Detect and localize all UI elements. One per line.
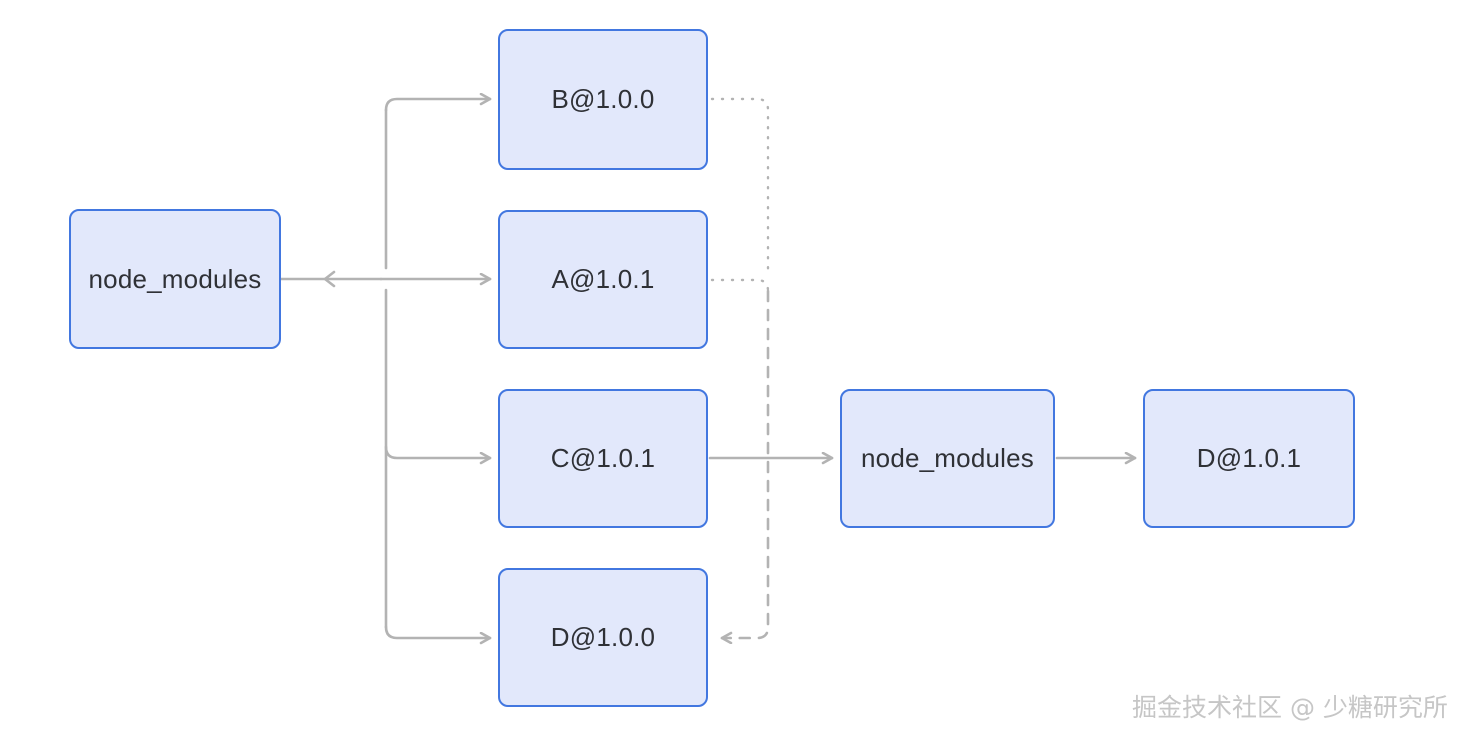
node-a-1-0-1[interactable]: A@1.0.1 — [498, 210, 708, 349]
node-label: node_modules — [861, 443, 1034, 473]
node-d-1-0-1[interactable]: D@1.0.1 — [1143, 389, 1355, 528]
node-label: D@1.0.1 — [1196, 443, 1302, 473]
edge-a-to-dedupe-dotted — [710, 278, 770, 293]
node-root-node-modules[interactable]: node_modules — [69, 209, 281, 349]
node-label: D@1.0.0 — [550, 622, 656, 652]
edge-b-to-dedupe-dotted — [710, 97, 770, 274]
node-label: B@1.0.0 — [551, 84, 655, 114]
node-label: A@1.0.1 — [551, 264, 655, 294]
edge-branch-to-b — [384, 99, 492, 112]
node-nested-node-modules[interactable]: node_modules — [840, 389, 1055, 528]
node-d-1-0-0[interactable]: D@1.0.0 — [498, 568, 708, 707]
node-b-1-0-0[interactable]: B@1.0.0 — [498, 29, 708, 170]
edge-branch-to-d — [384, 625, 492, 638]
edge-junction-chevron — [323, 270, 336, 288]
node-c-1-0-1[interactable]: C@1.0.1 — [498, 389, 708, 528]
edge-dedupe-to-d100-dashed — [720, 289, 770, 638]
watermark-text: 掘金技术社区 @ 少糖研究所 — [1132, 693, 1448, 722]
node-label: C@1.0.1 — [550, 443, 656, 473]
node-label: node_modules — [88, 263, 262, 294]
edge-branch-to-c — [384, 445, 492, 458]
